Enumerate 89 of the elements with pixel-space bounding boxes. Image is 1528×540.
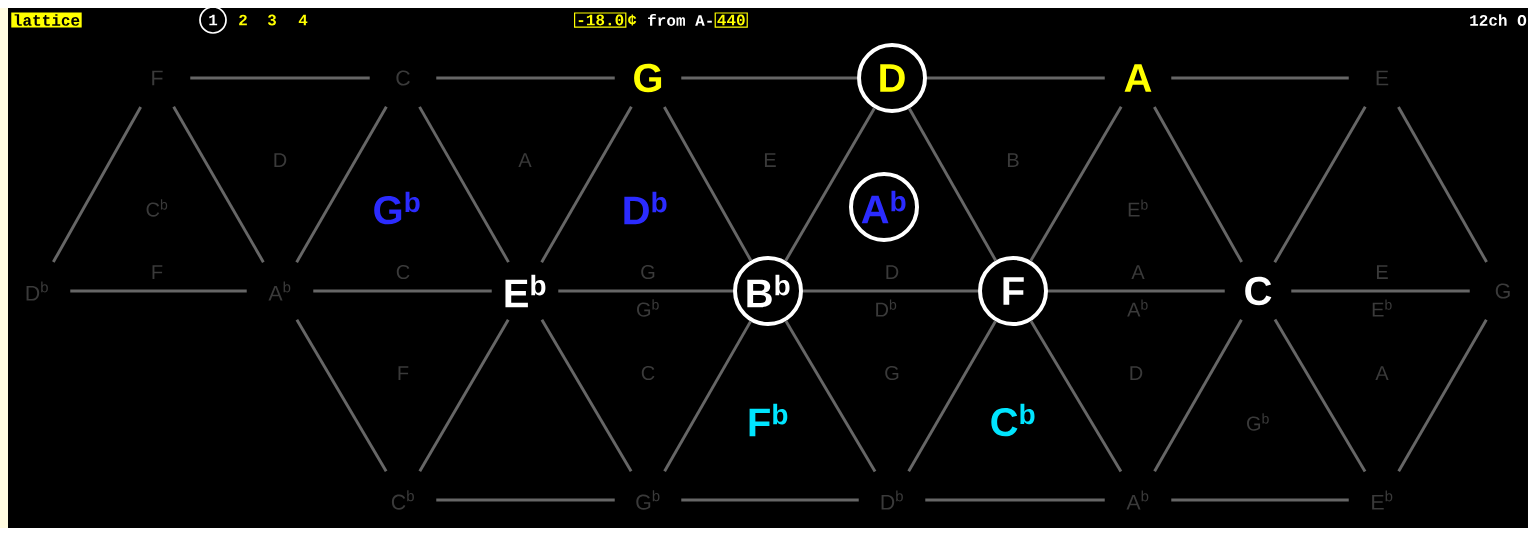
note-label: F xyxy=(152,70,163,86)
lattice-line xyxy=(925,498,1105,502)
lattice-line xyxy=(540,106,633,263)
lattice-line xyxy=(803,289,978,293)
lattice-line xyxy=(1153,319,1243,472)
chord-label: G$^{b}$ xyxy=(374,191,420,225)
note-label: G$^{b}$ xyxy=(1247,413,1269,431)
note-label: E xyxy=(764,153,776,167)
note-label: E$^{b}$ xyxy=(1128,199,1148,217)
note-label: E xyxy=(1376,265,1388,279)
selected-number: 1 xyxy=(199,6,227,34)
lattice-line xyxy=(558,289,733,293)
note-label: C xyxy=(396,70,410,86)
note-label: G xyxy=(641,264,655,280)
lattice-line xyxy=(784,320,877,473)
lattice-line xyxy=(418,106,510,263)
lattice-line xyxy=(1153,106,1243,263)
note-label: A xyxy=(1375,366,1389,380)
lattice-line xyxy=(295,318,388,473)
lattice-line xyxy=(681,498,859,502)
note-label: E$^{b}$ xyxy=(1372,490,1393,510)
note-label: E$^{b}$ xyxy=(1372,299,1392,317)
lattice-line xyxy=(1273,318,1367,473)
lattice-line xyxy=(681,76,857,80)
highlighted-note: D xyxy=(857,43,927,113)
lattice-line xyxy=(907,320,997,472)
lattice-line xyxy=(70,289,247,293)
note-label: D xyxy=(274,153,287,167)
number-option: 3 xyxy=(267,14,276,26)
lattice-line xyxy=(540,318,633,473)
lattice-line xyxy=(1397,319,1488,472)
chord-label: D$^{b}$ xyxy=(624,191,667,225)
lattice-line xyxy=(1029,320,1123,473)
note-label: C xyxy=(1245,276,1272,306)
note-label: G xyxy=(1495,283,1510,299)
number-option: 4 xyxy=(298,14,308,26)
note-label: A$^{b}$ xyxy=(1126,490,1149,510)
lattice-line xyxy=(1171,498,1349,502)
lattice-line xyxy=(663,320,752,472)
note-label: F xyxy=(398,366,409,380)
lattice-line xyxy=(1171,76,1349,80)
lattice-line xyxy=(436,76,615,80)
note-label: A xyxy=(1124,64,1152,92)
note-label: G xyxy=(885,365,899,381)
note-label: A$^{b}$ xyxy=(268,281,291,301)
note-label: F xyxy=(152,265,163,279)
note-label: G$^{b}$ xyxy=(637,299,659,317)
note-label: E$^{b}$ xyxy=(505,274,546,308)
lattice-line xyxy=(436,498,615,502)
note-label: G xyxy=(634,63,662,93)
highlighted-note: B$^{b}$ xyxy=(733,256,803,326)
note-label: C xyxy=(396,264,410,280)
note-label: G$^{b}$ xyxy=(636,490,660,510)
lattice-line xyxy=(418,319,510,472)
lattice-line xyxy=(313,289,492,293)
lattice-line xyxy=(1397,106,1488,263)
cents-value: -18.0 xyxy=(574,12,627,28)
channel-text: 12ch O xyxy=(1470,14,1527,26)
note-label: D$^{b}$ xyxy=(876,299,897,317)
lattice-line xyxy=(295,106,388,263)
lattice-line xyxy=(1291,289,1470,293)
note-label: C$^{b}$ xyxy=(146,199,168,217)
lattice-line xyxy=(1048,289,1225,293)
reference-text: from A- xyxy=(648,14,712,26)
lattice-line xyxy=(927,76,1105,80)
chord-label: F$^{b}$ xyxy=(749,403,788,437)
lattice-line xyxy=(52,106,142,263)
reference-value: 440 xyxy=(714,12,748,28)
note-label: D$^{b}$ xyxy=(881,490,903,510)
lattice-line xyxy=(908,107,997,262)
note-label: A xyxy=(518,153,532,167)
note-label: D xyxy=(886,265,899,279)
lattice-line xyxy=(1029,105,1123,262)
note-label: D$^{b}$ xyxy=(26,281,48,301)
note-label: B xyxy=(1007,153,1019,167)
highlighted-note: A$^{b}$ xyxy=(849,172,919,242)
note-label: C xyxy=(641,365,655,381)
note-label: D xyxy=(1130,366,1143,380)
highlighted-note: F xyxy=(978,256,1048,326)
note-label: A$^{b}$ xyxy=(1127,299,1148,317)
note-label: A xyxy=(1131,265,1145,279)
lattice-line xyxy=(1273,106,1367,263)
note-label: C$^{b}$ xyxy=(391,490,414,510)
note-label: E xyxy=(1376,70,1389,86)
lattice-line xyxy=(784,107,876,262)
chord-label: C$^{b}$ xyxy=(991,403,1035,437)
lattice-line xyxy=(190,76,370,80)
lattice-line xyxy=(663,106,753,262)
lattice-line xyxy=(172,106,265,263)
